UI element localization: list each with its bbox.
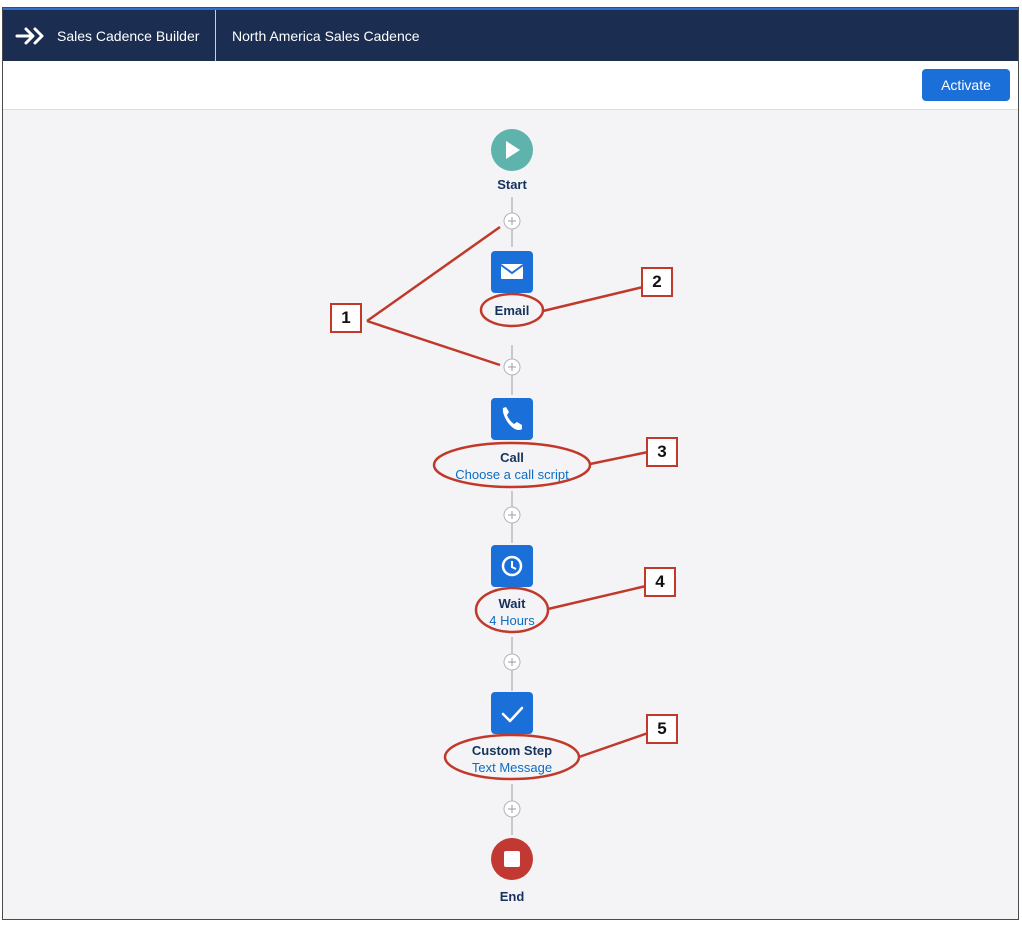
start-label: Start [497, 177, 527, 192]
email-step-icon[interactable] [491, 251, 533, 293]
annotation-oval [474, 586, 550, 634]
add-step-button[interactable] [503, 653, 521, 671]
start-node-icon[interactable] [491, 129, 533, 171]
flow-graphics [366, 129, 649, 880]
callout-5: 5 [646, 714, 678, 744]
callout-4: 4 [644, 567, 676, 597]
email-step-label[interactable]: Email [494, 303, 530, 318]
call-step-icon[interactable] [491, 398, 533, 440]
annotation-leader-line [578, 731, 649, 759]
add-step-button[interactable] [503, 358, 521, 376]
wait-duration-link[interactable]: 4 Hours [489, 613, 535, 628]
annotation-leader-line [589, 450, 649, 466]
call-script-link[interactable]: Choose a call script [455, 467, 569, 482]
app-title-area: Sales Cadence Builder [3, 10, 216, 61]
app-window: Sales Cadence Builder North America Sale… [2, 7, 1019, 920]
add-step-button[interactable] [503, 800, 521, 818]
add-step-button[interactable] [503, 212, 521, 230]
top-navigation-bar: Sales Cadence Builder North America Sale… [3, 8, 1018, 61]
cadence-canvas: Start End Email Call Choose a call scrip… [3, 109, 1018, 919]
call-step-label[interactable]: Call [500, 450, 524, 465]
wait-step-icon[interactable] [491, 545, 533, 587]
double-arrow-icon [15, 27, 44, 44]
add-step-button[interactable] [503, 506, 521, 524]
annotation-marks [366, 225, 649, 781]
annotation-leader-line [366, 225, 501, 323]
activate-button[interactable]: Activate [922, 69, 1010, 101]
app-title: Sales Cadence Builder [57, 27, 200, 44]
action-bar: Activate [3, 61, 1018, 110]
custom-step-type-link[interactable]: Text Message [471, 760, 553, 775]
annotation-leader-line [547, 584, 647, 611]
end-node-icon[interactable] [491, 838, 533, 880]
record-title-tab[interactable]: North America Sales Cadence [232, 27, 420, 44]
annotation-leader-line [366, 319, 501, 367]
annotation-oval [432, 441, 592, 489]
annotation-leader-line [542, 285, 644, 313]
callout-2: 2 [641, 267, 673, 297]
wait-step-label[interactable]: Wait [498, 596, 526, 611]
callout-3: 3 [646, 437, 678, 467]
custom-step-icon[interactable] [491, 692, 533, 734]
end-label: End [499, 889, 525, 904]
callout-1: 1 [330, 303, 362, 333]
custom-step-label[interactable]: Custom Step [471, 743, 553, 758]
